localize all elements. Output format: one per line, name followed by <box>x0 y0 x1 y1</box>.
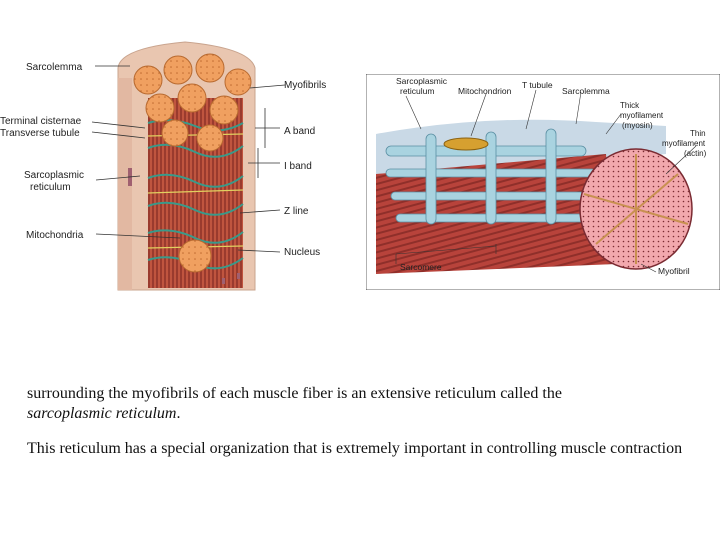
label-nucleus: Nucleus <box>284 247 320 258</box>
label-mitochondria: Mitochondria <box>26 230 84 241</box>
label-r-thick-2: myofilament <box>620 111 664 120</box>
label-r-sr-1: Sarcoplasmic <box>396 76 448 86</box>
label-r-thin-2: myofilament <box>662 139 706 148</box>
label-transverse-tubule: Transverse tubule <box>0 128 80 139</box>
label-r-thin-1: Thin <box>690 129 706 138</box>
label-r-mitochondrion: Mitochondrion <box>458 86 512 96</box>
label-a-band: A band <box>284 126 315 137</box>
myofibril-ends <box>133 53 252 273</box>
mitochondrion <box>443 137 489 151</box>
label-terminal-cisternae: Terminal cisternae <box>0 116 82 127</box>
label-r-thick-1: Thick <box>620 101 640 110</box>
label-r-t-tubule: T tubule <box>522 80 553 90</box>
label-sr-line1: Sarcoplasmic <box>24 170 84 181</box>
sr-network <box>385 128 602 225</box>
label-sarcolemma: Sarcolemma <box>26 62 83 73</box>
caption-p1-text: surrounding the myofibrils of each muscl… <box>27 385 562 402</box>
label-r-sr-2: reticulum <box>400 86 434 96</box>
caption-p2-text: This reticulum has a special organizatio… <box>27 440 683 457</box>
label-r-thin-3: (actin) <box>684 149 707 158</box>
sarcomere-illustration: Sarcoplasmic reticulum Mitochondrion T t… <box>366 74 720 290</box>
caption-paragraph-1: surrounding the myofibrils of each muscl… <box>27 384 697 424</box>
sarcolemma-layer <box>118 78 132 290</box>
caption-p1-end: . <box>176 405 181 422</box>
caption-p1-term: sarcoplasmic reticulum <box>27 405 177 422</box>
label-i-band: I band <box>284 161 312 172</box>
label-r-thick-3: (myosin) <box>622 121 653 130</box>
label-r-sarcolemma: Sarcolemma <box>562 86 610 96</box>
label-sr-line2: reticulum <box>30 182 71 193</box>
label-r-sarcomere: Sarcomere <box>400 262 442 272</box>
muscle-fiber-illustration: Sarcolemma Terminal cisternae Transverse… <box>0 41 326 291</box>
label-myofibrils: Myofibrils <box>284 80 326 91</box>
label-r-myofibril: Myofibril <box>658 266 690 276</box>
caption-paragraph-2: This reticulum has a special organizatio… <box>27 439 697 459</box>
label-z-line: Z line <box>284 206 309 217</box>
